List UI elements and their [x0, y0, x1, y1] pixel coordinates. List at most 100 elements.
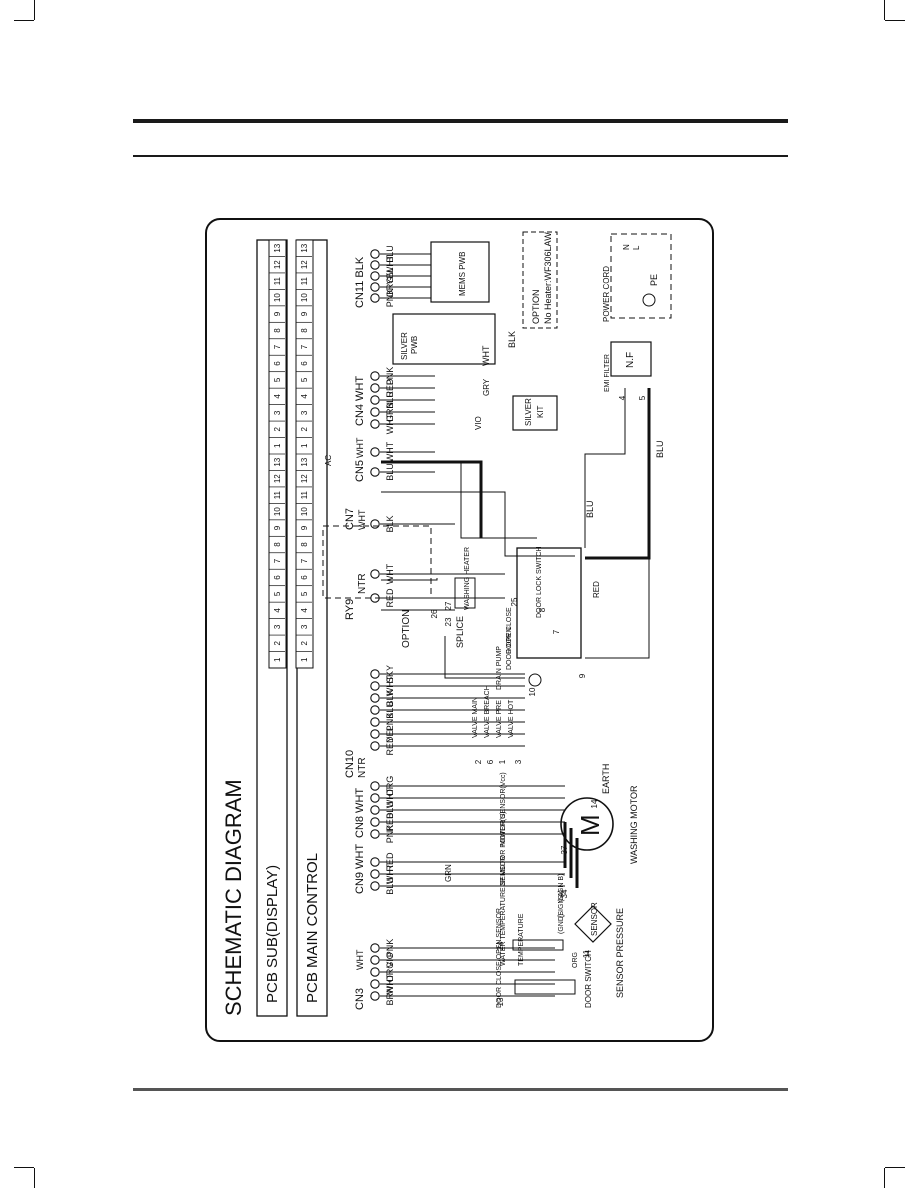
pin-number: 6: [300, 575, 309, 580]
pin-number: 2: [273, 641, 282, 646]
pin-number: 10: [273, 507, 282, 516]
crop-mark: [885, 20, 905, 21]
connector-terminal: [370, 869, 380, 879]
connector-terminal: [370, 717, 380, 727]
mems-pwb-box: [430, 241, 490, 303]
door-close-label: DOOR CLOSE: [506, 607, 513, 654]
door-switch-label: DOOR SWITCH: [584, 950, 593, 1008]
terminal-number: 26: [430, 609, 439, 618]
pin-number: 3: [300, 410, 309, 415]
l-label: L: [632, 245, 641, 250]
connector-terminal: [370, 282, 380, 292]
silver-kit-box: [512, 395, 558, 431]
pin-number: 6: [273, 361, 282, 366]
pin-number: 9: [300, 525, 309, 530]
pin-number: 5: [300, 377, 309, 382]
terminal-number: 1: [498, 759, 507, 764]
wire-color-label: GRN: [385, 402, 395, 422]
cn8-label: CN8 WHT: [354, 788, 366, 838]
connector-terminal: [370, 705, 380, 715]
door-open-label: DOOR OPEN: [506, 627, 513, 670]
wire-color-label: WHT: [385, 675, 395, 696]
pe-label: PE: [649, 274, 659, 286]
relay-option-box: [322, 525, 432, 599]
pin-number: 12: [300, 474, 309, 483]
ac-label: AC: [324, 455, 333, 466]
pin-number: 9: [273, 525, 282, 530]
header-rule-thin: [133, 155, 788, 157]
connector-terminal: [370, 967, 380, 977]
motor-letter: M: [575, 814, 605, 836]
temperature-label: TEMPERATURE: [518, 913, 525, 966]
wire-color-label: WHT: [385, 563, 395, 584]
pin-number: 12: [300, 260, 309, 269]
wire-color-label: BRN: [385, 986, 395, 1005]
connector-terminal: [370, 955, 380, 965]
wire-label-grn: GRN: [444, 864, 453, 882]
wire-color-label: PNK: [385, 825, 395, 844]
n-label: N: [622, 244, 631, 250]
pin-number: 4: [300, 608, 309, 613]
power-cord-label: POWER CORD: [602, 266, 611, 322]
connector-terminal: [370, 395, 380, 405]
pin-number: 11: [273, 276, 282, 285]
pin-number: 12: [273, 260, 282, 269]
terminal-number: 34: [560, 889, 569, 898]
crop-mark: [884, 0, 885, 20]
option-note-1: OPTION: [531, 289, 541, 324]
wire-label-blk: BLK: [507, 331, 517, 348]
washing-motor-label: WASHING MOTOR: [629, 785, 639, 864]
connector-terminal: [370, 419, 380, 429]
pin-number: 10: [300, 293, 309, 302]
pin-number: 2: [273, 427, 282, 432]
pin-number: 7: [300, 344, 309, 349]
connector-terminal: [370, 669, 380, 679]
pin-number: 11: [273, 490, 282, 499]
connector-terminal: [370, 829, 380, 839]
wire-color-label: SKY: [385, 665, 395, 683]
terminal-number: 2: [474, 759, 483, 764]
terminal-number: 3: [514, 759, 523, 764]
crop-mark: [884, 1168, 885, 1188]
terminal-number: 27: [444, 601, 453, 610]
valve-hot-label: VALVE HOT: [508, 699, 515, 738]
bold-power-wires: [381, 388, 651, 888]
wire-color-label: ORG: [385, 776, 395, 797]
door-switch-box: [514, 979, 576, 995]
pin-number: 6: [300, 361, 309, 366]
wire-color-label: BLU: [385, 391, 395, 409]
wire-color-label: WHT: [385, 973, 395, 994]
harness-wires: [381, 388, 650, 679]
terminal-number: 7: [552, 629, 561, 634]
wire-color-label: WHT: [385, 441, 395, 462]
pin-number: 5: [273, 591, 282, 596]
earth-symbol-icon: [642, 293, 656, 307]
pin-number: 2: [300, 427, 309, 432]
mems-pwb-label: MEMS PWB: [458, 252, 467, 296]
drain-pump-icon: [528, 673, 542, 687]
schematic-diagram: SCHEMATIC DIAGRAM PCB SUB(DISPLAY) PCB M…: [205, 218, 714, 1042]
pin-number: 11: [300, 490, 309, 499]
pin-number: 3: [273, 624, 282, 629]
pin-number: 9: [300, 311, 309, 316]
pin-number: 1: [300, 657, 309, 662]
terminal-number: 10: [528, 687, 537, 696]
terminal-number: 37: [560, 845, 569, 854]
wire-color-label: ORG: [385, 277, 395, 298]
cn3-label: CN3: [354, 988, 366, 1010]
drain-pump-label: DRAIN PUMP: [496, 646, 503, 690]
wire-color-label: RED: [385, 812, 395, 832]
diagram-title: SCHEMATIC DIAGRAM: [221, 779, 246, 1016]
wire-color-label: BLU: [385, 877, 395, 895]
diagram-frame: [205, 218, 714, 1042]
wire-color-label: BLK: [385, 689, 395, 706]
pcb-main-label: PCB MAIN CONTROL: [304, 853, 321, 1003]
terminal-number: 5: [638, 395, 647, 400]
pin-number: 4: [300, 394, 309, 399]
terminal-number: 6: [486, 759, 495, 764]
valve-pre-label: VALVE PRE: [496, 700, 503, 738]
connector-terminal: [370, 260, 380, 270]
wire-color-label: BLK: [385, 515, 395, 532]
door-lock-module: [516, 547, 582, 659]
motor-power-u: 3P MOTOR POWER(U): [500, 812, 507, 886]
